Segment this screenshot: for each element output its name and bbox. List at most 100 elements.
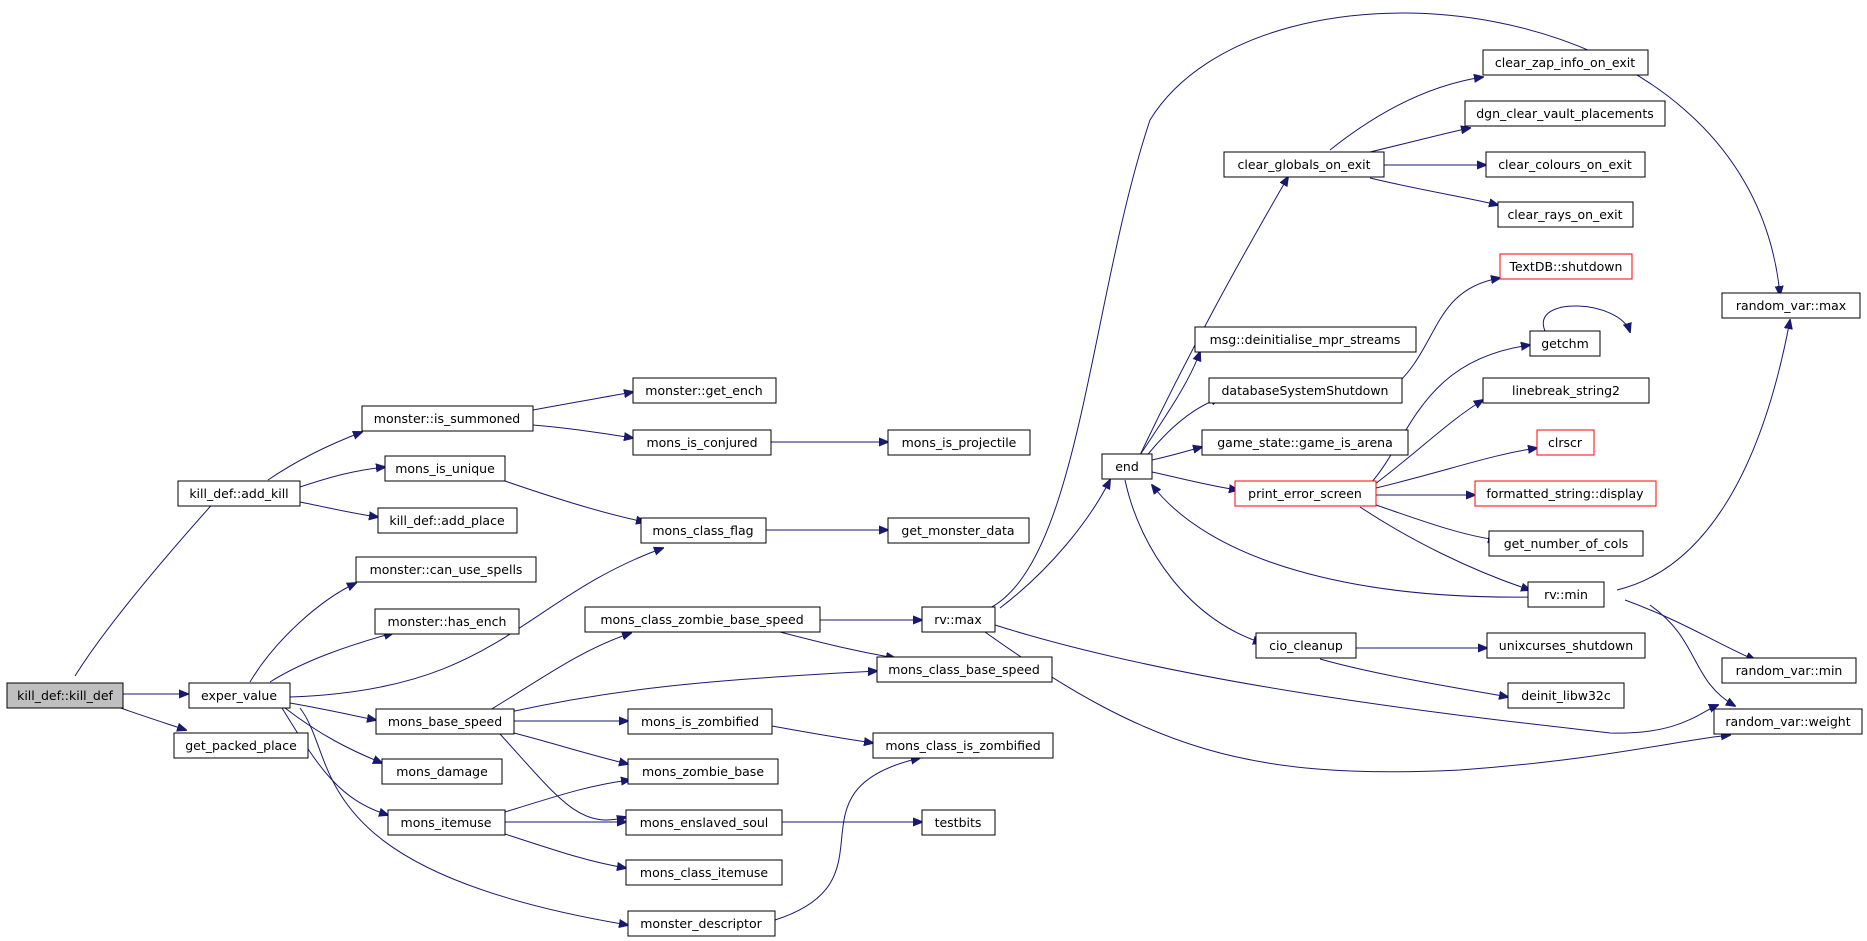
node-mons-base-speed[interactable]: mons_base_speed <box>375 708 515 735</box>
node-get-monster-data[interactable]: get_monster_data <box>887 517 1030 544</box>
node-clear-zap-info-on-exit[interactable]: clear_zap_info_on_exit <box>1482 49 1649 76</box>
svg-text:unixcurses_shutdown: unixcurses_shutdown <box>1499 638 1633 653</box>
svg-text:get_monster_data: get_monster_data <box>901 523 1014 538</box>
node-clear-rays-on-exit[interactable]: clear_rays_on_exit <box>1497 201 1634 228</box>
svg-text:mons_class_base_speed: mons_class_base_speed <box>888 662 1040 677</box>
edge-issummoned-to-isconjured <box>532 424 633 438</box>
svg-text:testbits: testbits <box>935 815 982 830</box>
svg-text:get_packed_place: get_packed_place <box>185 738 297 753</box>
edge-itemuse-to-classitemuse <box>504 833 626 868</box>
node-mons-zombie-base[interactable]: mons_zombie_base <box>627 758 779 785</box>
node-monster-has-ench[interactable]: monster::has_ench <box>374 608 520 635</box>
node-dgn-clear-vault-placements[interactable]: dgn_clear_vault_placements <box>1464 100 1666 127</box>
node-exper-value[interactable]: exper_value <box>188 682 291 709</box>
edge-end-to-gameisarena <box>1151 447 1202 461</box>
svg-text:rv::min: rv::min <box>1544 587 1588 602</box>
node-clear-globals-on-exit[interactable]: clear_globals_on_exit <box>1223 151 1385 178</box>
edge-exper-to-monsdamage <box>284 707 382 763</box>
node-kill-def-kill-def[interactable]: kill_def::kill_def <box>6 682 124 709</box>
svg-text:monster_descriptor: monster_descriptor <box>640 916 762 931</box>
node-mons-is-zombified[interactable]: mons_is_zombified <box>627 708 773 735</box>
edge-basespeed-to-classbasespeed <box>509 671 877 713</box>
node-mons-class-itemuse[interactable]: mons_class_itemuse <box>625 859 783 886</box>
svg-text:random_var::min: random_var::min <box>1736 663 1843 678</box>
svg-text:clear_globals_on_exit: clear_globals_on_exit <box>1237 157 1370 172</box>
node-rv-max[interactable]: rv::max <box>921 606 996 633</box>
edge-printerror-to-numcols <box>1375 504 1497 540</box>
node-mons-itemuse[interactable]: mons_itemuse <box>387 809 506 836</box>
node-kill-def-add-kill[interactable]: kill_def::add_kill <box>177 480 301 507</box>
edge-basespeed-to-enslavedsoul <box>499 733 626 820</box>
node-mons-class-zombie-base-speed[interactable]: mons_class_zombie_base_speed <box>584 606 821 633</box>
node-mons-is-unique[interactable]: mons_is_unique <box>384 455 506 482</box>
svg-text:dgn_clear_vault_placements: dgn_clear_vault_placements <box>1476 106 1654 121</box>
node-msg-deinitialise-mpr-streams[interactable]: msg::deinitialise_mpr_streams <box>1194 326 1417 353</box>
node-mons-class-base-speed[interactable]: mons_class_base_speed <box>876 656 1053 683</box>
svg-text:mons_class_is_zombified: mons_class_is_zombified <box>885 738 1040 753</box>
edge-rvmin-to-randomvarmax <box>1616 320 1790 591</box>
node-monster-is-summoned[interactable]: monster::is_summoned <box>361 405 534 432</box>
edge-clearglobals-to-rays <box>1369 177 1498 205</box>
svg-text:deinit_libw32c: deinit_libw32c <box>1521 688 1611 703</box>
node-end[interactable]: end <box>1101 453 1153 480</box>
node-unixcurses-shutdown[interactable]: unixcurses_shutdown <box>1486 632 1646 659</box>
node-random-var-min[interactable]: random_var::min <box>1721 657 1857 684</box>
node-database-system-shutdown[interactable]: databaseSystemShutdown <box>1208 377 1403 404</box>
svg-text:mons_is_unique: mons_is_unique <box>395 461 495 476</box>
node-random-var-max[interactable]: random_var::max <box>1721 292 1861 319</box>
svg-text:clrscr: clrscr <box>1548 435 1583 450</box>
svg-text:getchm: getchm <box>1541 336 1589 351</box>
node-cio-cleanup[interactable]: cio_cleanup <box>1255 632 1357 659</box>
node-deinit-libw32c[interactable]: deinit_libw32c <box>1507 682 1625 709</box>
node-getchm[interactable]: getchm <box>1529 330 1601 357</box>
svg-text:kill_def::add_place: kill_def::add_place <box>389 513 505 528</box>
edge-rvmin-to-randomvarmin <box>1624 599 1755 660</box>
node-clear-colours-on-exit[interactable]: clear_colours_on_exit <box>1485 151 1646 178</box>
edge-killdef-to-getpackedplace <box>114 705 186 730</box>
edge-descriptor-to-classiszombified <box>774 758 920 921</box>
edge-dbshutdown-to-textdb <box>1389 278 1500 391</box>
svg-text:get_number_of_cols: get_number_of_cols <box>1504 536 1629 551</box>
node-clrscr[interactable]: clrscr <box>1536 429 1595 456</box>
node-get-packed-place[interactable]: get_packed_place <box>173 732 309 759</box>
node-linebreak-string2[interactable]: linebreak_string2 <box>1482 377 1650 404</box>
node-mons-enslaved-soul[interactable]: mons_enslaved_soul <box>625 809 783 836</box>
svg-text:formatted_string::display: formatted_string::display <box>1486 486 1644 501</box>
node-mons-class-is-zombified[interactable]: mons_class_is_zombified <box>872 732 1054 759</box>
edge-zombiebasespeed-to-classbasespeed <box>779 631 895 658</box>
edge-exper-to-hasench <box>269 633 393 683</box>
node-mons-damage[interactable]: mons_damage <box>381 758 503 785</box>
svg-text:msg::deinitialise_mpr_streams: msg::deinitialise_mpr_streams <box>1210 332 1401 347</box>
edge-exper-to-monsbasespeed <box>289 702 376 720</box>
svg-text:mons_zombie_base: mons_zombie_base <box>642 764 764 779</box>
node-monster-descriptor[interactable]: monster_descriptor <box>627 910 776 937</box>
edge-getchm-self <box>1542 305 1630 332</box>
node-game-state-game-is-arena[interactable]: game_state::game_is_arena <box>1201 429 1409 456</box>
edge-rvmax-to-randomvarmax <box>989 12 1780 609</box>
node-rv-min[interactable]: rv::min <box>1527 581 1605 608</box>
node-testbits[interactable]: testbits <box>921 809 996 836</box>
node-mons-class-flag[interactable]: mons_class_flag <box>640 517 767 544</box>
svg-text:mons_is_conjured: mons_is_conjured <box>646 435 757 450</box>
svg-text:monster::can_use_spells: monster::can_use_spells <box>370 562 523 577</box>
node-textdb-shutdown[interactable]: TextDB::shutdown <box>1499 253 1633 280</box>
node-monster-get-ench[interactable]: monster::get_ench <box>632 377 777 404</box>
edge-end-to-msgdeinit <box>1139 352 1200 456</box>
svg-text:mons_class_itemuse: mons_class_itemuse <box>640 865 768 880</box>
node-get-number-of-cols[interactable]: get_number_of_cols <box>1488 530 1644 557</box>
edge-printerror-to-clrscr <box>1375 448 1537 489</box>
svg-text:mons_class_zombie_base_speed: mons_class_zombie_base_speed <box>600 612 803 627</box>
edge-addkill-to-monsisunique <box>299 467 385 488</box>
node-kill-def-add-place[interactable]: kill_def::add_place <box>377 507 518 534</box>
edge-addkill-to-issummoned <box>267 432 362 481</box>
edge-addkill-to-addplace <box>299 501 378 517</box>
node-mons-is-projectile[interactable]: mons_is_projectile <box>887 429 1031 456</box>
node-mons-is-conjured[interactable]: mons_is_conjured <box>632 429 772 456</box>
svg-text:mons_is_zombified: mons_is_zombified <box>641 714 759 729</box>
node-monster-can-use-spells[interactable]: monster::can_use_spells <box>355 556 537 583</box>
svg-text:random_var::max: random_var::max <box>1736 298 1846 313</box>
node-formatted-string-display[interactable]: formatted_string::display <box>1474 480 1657 507</box>
svg-text:mons_damage: mons_damage <box>396 764 488 779</box>
node-random-var-weight[interactable]: random_var::weight <box>1713 708 1863 735</box>
node-print-error-screen[interactable]: print_error_screen <box>1234 480 1377 507</box>
